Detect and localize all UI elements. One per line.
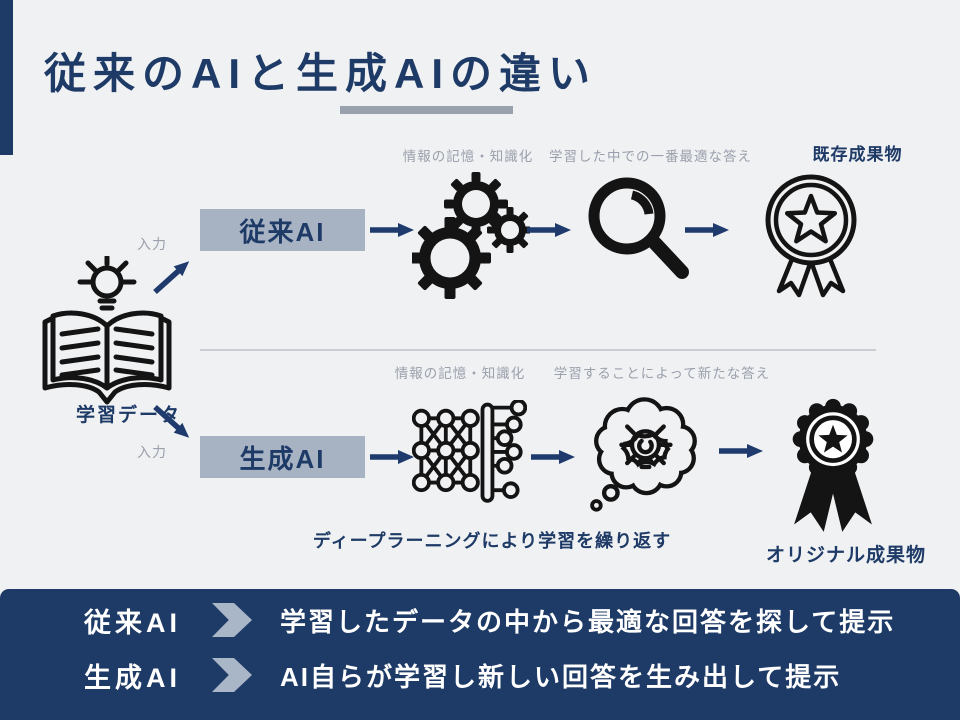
generative-ai-box-label: 生成AI (239, 443, 326, 474)
traditional-process-label: 情報の記憶・知識化 (402, 149, 534, 164)
award-ribbon-outline-icon (765, 174, 857, 298)
arrow-right-icon (531, 450, 575, 464)
gears-icon (412, 172, 530, 299)
book-lightbulb-icon (42, 256, 172, 405)
page-title-text: 従来のAIと生成AIの違い (44, 50, 598, 97)
traditional-answer-label: 学習した中での一番最適な答え (549, 149, 752, 164)
arrow-up-right-icon (153, 261, 190, 295)
award-ribbon-filled-icon (792, 398, 874, 532)
magnifier-icon (588, 177, 689, 279)
footer-term-traditional: 従来AI (84, 607, 181, 638)
footer-desc-traditional: 学習したデータの中から最適な回答を探して提示 (280, 606, 896, 637)
footer-row-generative: 生成AI AI自らが学習し新しい回答を生み出して提示 (0, 653, 960, 697)
deep-learning-caption: ディープラーニングにより学習を繰り返す (312, 531, 672, 551)
chevron-right-icon (212, 603, 252, 637)
input-label-top: 入力 (137, 236, 167, 252)
footer-term-generative: 生成AI (84, 662, 181, 693)
arrow-right-icon (370, 223, 414, 237)
generative-result-label: オリジナル成果物 (765, 545, 926, 566)
arrow-right-icon (685, 223, 729, 237)
corner-accent-bar (0, 0, 13, 155)
section-divider (200, 349, 876, 351)
input-label-bottom: 入力 (137, 444, 167, 460)
generative-ai-box: 生成AI (200, 436, 365, 478)
arrow-down-right-icon (153, 404, 190, 438)
source-label: 学習データ (75, 405, 181, 426)
arrow-right-icon (527, 223, 571, 237)
footer-desc-generative: AI自らが学習し新しい回答を生み出して提示 (280, 661, 842, 692)
arrow-right-icon (719, 444, 763, 458)
footer-row-traditional: 従来AI 学習したデータの中から最適な回答を探して提示 (0, 598, 960, 642)
summary-footer: 従来AI 学習したデータの中から最適な回答を探して提示 生成AI AI自らが学習… (0, 589, 960, 720)
traditional-ai-box: 従来AI (200, 209, 365, 251)
arrow-right-icon (370, 450, 414, 464)
title-underline (340, 106, 513, 114)
page-title: 従来のAIと生成AIの違い (44, 40, 597, 101)
thought-bubble-lightbulb-icon (590, 397, 697, 512)
traditional-ai-box-label: 従来AI (239, 216, 326, 247)
chevron-right-icon (212, 658, 252, 692)
generative-process-label: 情報の記憶・知識化 (394, 366, 526, 381)
traditional-result-label: 既存成果物 (812, 145, 903, 164)
neural-network-icon (412, 400, 527, 503)
generative-answer-label: 学習することによって新たな答え (553, 366, 771, 381)
